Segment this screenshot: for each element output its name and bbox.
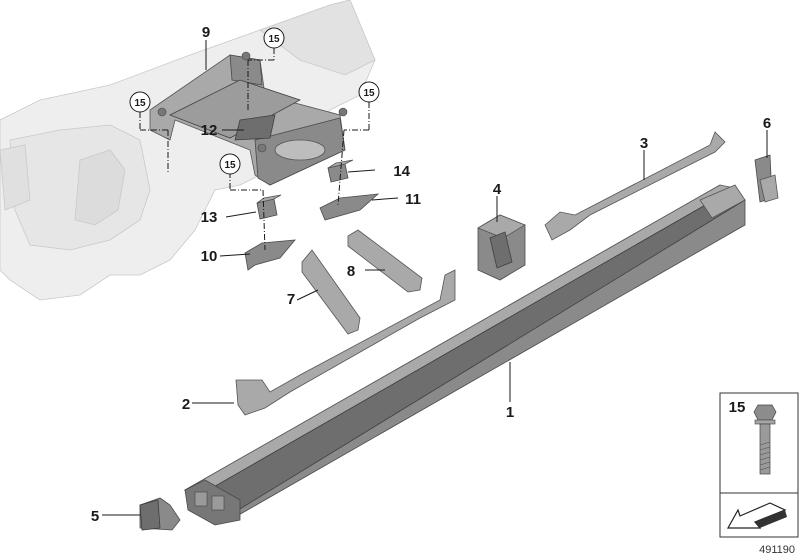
- part-6-bracket: [754, 154, 779, 203]
- part-11-bracket: [319, 193, 380, 221]
- legend-part-15: 15: [719, 392, 799, 494]
- circled-ref-15-a: 15: [129, 91, 151, 113]
- part-1-sill: [183, 184, 746, 526]
- callout-3: 3: [640, 135, 648, 152]
- document-number: 491190: [759, 544, 795, 556]
- part-7-reinforcement: [301, 249, 361, 335]
- direction-symbol: [719, 492, 799, 538]
- svg-text:15: 15: [268, 34, 280, 45]
- callout-6: 6: [763, 115, 771, 132]
- callout-9: 9: [202, 24, 210, 41]
- part-5-bracket: [139, 497, 181, 531]
- circled-ref-15-b: 15: [263, 27, 285, 49]
- part-13-block: [256, 194, 282, 220]
- part-4-bracket: [477, 214, 526, 281]
- part-14-block: [327, 159, 354, 183]
- callout-10: 10: [201, 248, 218, 265]
- circled-ref-15-d: 15: [219, 153, 241, 175]
- part-10-bracket: [244, 239, 296, 271]
- part-8-reinforcement: [347, 229, 423, 293]
- callout-11: 11: [405, 191, 421, 208]
- callout-2: 2: [182, 396, 190, 413]
- callout-8: 8: [347, 263, 355, 280]
- part-3-strip: [544, 131, 726, 241]
- callout-14: 14: [393, 163, 410, 180]
- callout-1: 1: [506, 404, 514, 421]
- part-12-plate: [234, 114, 276, 141]
- body-structure-ghost: [0, 0, 376, 301]
- callout-4: 4: [493, 181, 502, 198]
- callout-12: 12: [201, 122, 218, 139]
- leader-lines: [102, 40, 768, 516]
- svg-text:15: 15: [134, 98, 146, 109]
- svg-text:15: 15: [729, 399, 746, 416]
- callout-5: 5: [91, 508, 99, 525]
- svg-text:15: 15: [224, 160, 236, 171]
- callout-7: 7: [287, 291, 295, 308]
- part-2-strip: [235, 269, 456, 416]
- svg-text:15: 15: [363, 88, 375, 99]
- assembly-lines: [139, 48, 370, 251]
- circled-ref-15-c: 15: [358, 81, 380, 103]
- callout-13: 13: [201, 209, 218, 226]
- bolt-icon: [753, 404, 777, 475]
